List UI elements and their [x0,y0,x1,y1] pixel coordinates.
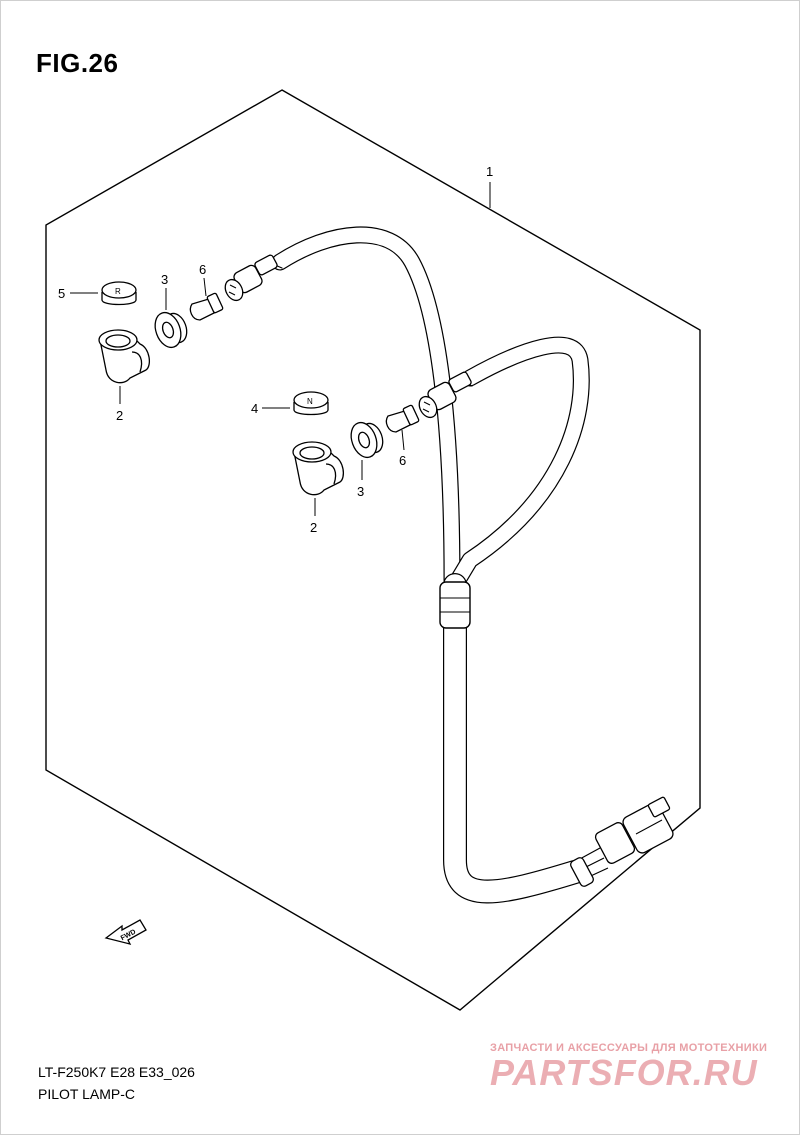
wiring-harness [267,226,590,904]
socket-lower-icon [292,441,345,496]
fwd-arrow-icon: FWD [104,919,147,945]
bulb-upper-icon [189,292,224,321]
lower-lamp-connector [418,371,472,419]
grommet-upper-icon [154,311,188,349]
callout-6-upper-leader [203,277,207,297]
socket-upper-icon [98,329,151,384]
figure-title: FIG.26 [36,48,119,78]
callout-4: 4 [251,401,258,416]
svg-text:N: N [307,397,313,406]
callout-6-lower: 6 [399,453,406,468]
main-coupler [570,796,674,887]
diagram-name: PILOT LAMP-C [38,1086,135,1102]
bulb-lower-icon [385,404,420,433]
watermark-logo: PARTSFOR.RU [490,1052,758,1093]
watermark-tagline: ЗАПЧАСТИ И АКСЕССУАРЫ ДЛЯ МОТОТЕХНИКИ [490,1042,768,1054]
callout-6-upper: 6 [199,262,206,277]
callout-2-lower: 2 [310,520,317,535]
diagram-frame-hexagon [45,89,701,1011]
callout-1: 1 [486,164,493,179]
lens-r-icon: R [101,281,137,306]
callout-2-upper: 2 [116,408,123,423]
callout-3-upper: 3 [161,272,168,287]
upper-lamp-connector [224,254,278,302]
svg-text:R: R [115,287,121,296]
model-code: LT-F250K7 E28 E33_026 [38,1064,195,1080]
lens-n-icon: N [293,391,329,416]
callout-6-lower-leader [401,429,405,451]
grommet-lower-icon [350,421,384,459]
callout-5: 5 [58,286,65,301]
callout-3-lower: 3 [357,484,364,499]
